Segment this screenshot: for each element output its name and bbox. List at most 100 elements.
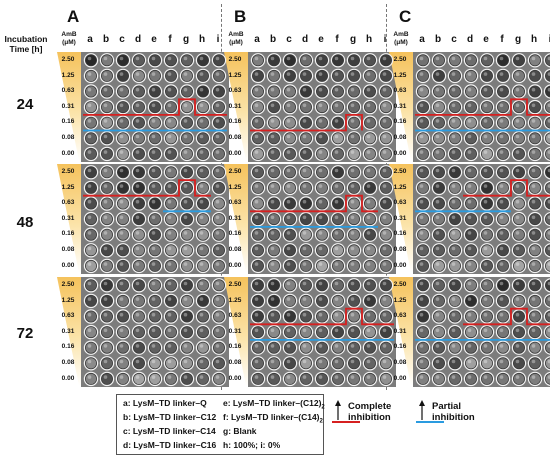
well-highlight xyxy=(531,281,536,286)
well xyxy=(543,53,550,68)
well-content xyxy=(196,69,209,82)
well-content xyxy=(283,181,296,194)
well-content xyxy=(148,132,161,145)
well xyxy=(495,278,511,293)
well-highlight xyxy=(451,281,456,286)
well-highlight xyxy=(499,199,504,204)
well xyxy=(195,115,211,130)
well-highlight xyxy=(199,103,204,108)
well-highlight xyxy=(167,199,172,204)
well-content xyxy=(379,147,392,160)
well-highlight xyxy=(318,168,323,173)
well-content xyxy=(85,166,98,179)
well xyxy=(415,243,431,258)
well xyxy=(479,324,495,340)
well-highlight xyxy=(135,119,140,123)
well-content xyxy=(164,259,177,272)
well-content xyxy=(331,259,344,272)
amb-label-B: AmB(μM) xyxy=(225,31,247,47)
well-content xyxy=(196,166,209,179)
well-content xyxy=(416,132,429,145)
well-content xyxy=(331,147,344,160)
well xyxy=(431,99,447,115)
well-highlight xyxy=(467,246,472,251)
well xyxy=(250,196,266,211)
well xyxy=(431,227,447,242)
well-highlight xyxy=(286,262,291,266)
well xyxy=(463,84,479,99)
well-highlight xyxy=(334,231,339,235)
well-content xyxy=(101,357,114,370)
time-label-24: 24 xyxy=(16,96,34,113)
well-highlight xyxy=(167,262,172,266)
well-highlight xyxy=(119,359,124,364)
amb-label-line2: (μM) xyxy=(62,39,76,46)
well-highlight xyxy=(135,72,140,76)
well-content xyxy=(117,213,130,226)
concentration-label-B-24-5: 0.08 xyxy=(228,134,242,141)
well xyxy=(463,68,479,84)
well xyxy=(362,211,378,227)
well-content xyxy=(513,213,526,226)
well-highlight xyxy=(302,344,307,348)
well-content xyxy=(545,69,550,82)
well xyxy=(314,180,330,196)
well-highlight xyxy=(350,246,355,251)
well-highlight xyxy=(151,215,156,220)
well-highlight xyxy=(119,375,124,379)
well-content xyxy=(117,181,130,194)
well-content xyxy=(196,147,209,160)
well xyxy=(543,371,550,387)
well-content xyxy=(347,213,360,226)
well-content xyxy=(331,310,344,323)
well xyxy=(83,371,99,387)
well-content xyxy=(132,116,145,129)
well-highlight xyxy=(531,168,536,173)
well-highlight xyxy=(87,359,92,364)
well xyxy=(511,278,527,293)
well-content xyxy=(379,259,392,272)
well xyxy=(463,243,479,258)
well-content xyxy=(283,244,296,257)
well xyxy=(179,84,195,99)
well-highlight xyxy=(302,359,307,364)
well-content xyxy=(164,101,177,114)
well-content xyxy=(448,197,461,210)
well xyxy=(431,309,447,324)
well xyxy=(282,146,298,162)
well xyxy=(314,278,330,293)
well-highlight xyxy=(435,262,440,266)
well-highlight xyxy=(419,119,424,123)
column-head-A-a: a xyxy=(87,34,93,45)
well xyxy=(298,131,314,146)
well xyxy=(346,68,362,84)
well-highlight xyxy=(87,246,92,251)
well xyxy=(147,165,163,180)
well-content xyxy=(267,228,280,241)
well xyxy=(83,243,99,258)
well-highlight xyxy=(199,246,204,251)
well-highlight xyxy=(419,215,424,220)
well-content xyxy=(545,166,550,179)
well-content xyxy=(299,310,312,323)
well-highlight xyxy=(318,375,323,379)
well-content xyxy=(180,85,193,98)
well-content xyxy=(416,279,429,292)
well xyxy=(83,293,99,309)
well-content xyxy=(132,69,145,82)
well xyxy=(447,196,463,211)
well-highlight xyxy=(199,359,204,364)
well-content xyxy=(480,228,493,241)
concentration-label-A-72-3: 0.31 xyxy=(61,327,75,335)
well xyxy=(211,371,227,387)
well-highlight xyxy=(350,375,355,379)
well-content xyxy=(180,213,193,226)
well-content xyxy=(180,259,193,272)
well-highlight xyxy=(103,119,108,123)
well xyxy=(463,227,479,242)
well xyxy=(415,53,431,68)
well-content xyxy=(315,101,328,114)
well-highlight xyxy=(499,375,504,379)
well-highlight xyxy=(419,246,424,251)
well xyxy=(250,356,266,371)
